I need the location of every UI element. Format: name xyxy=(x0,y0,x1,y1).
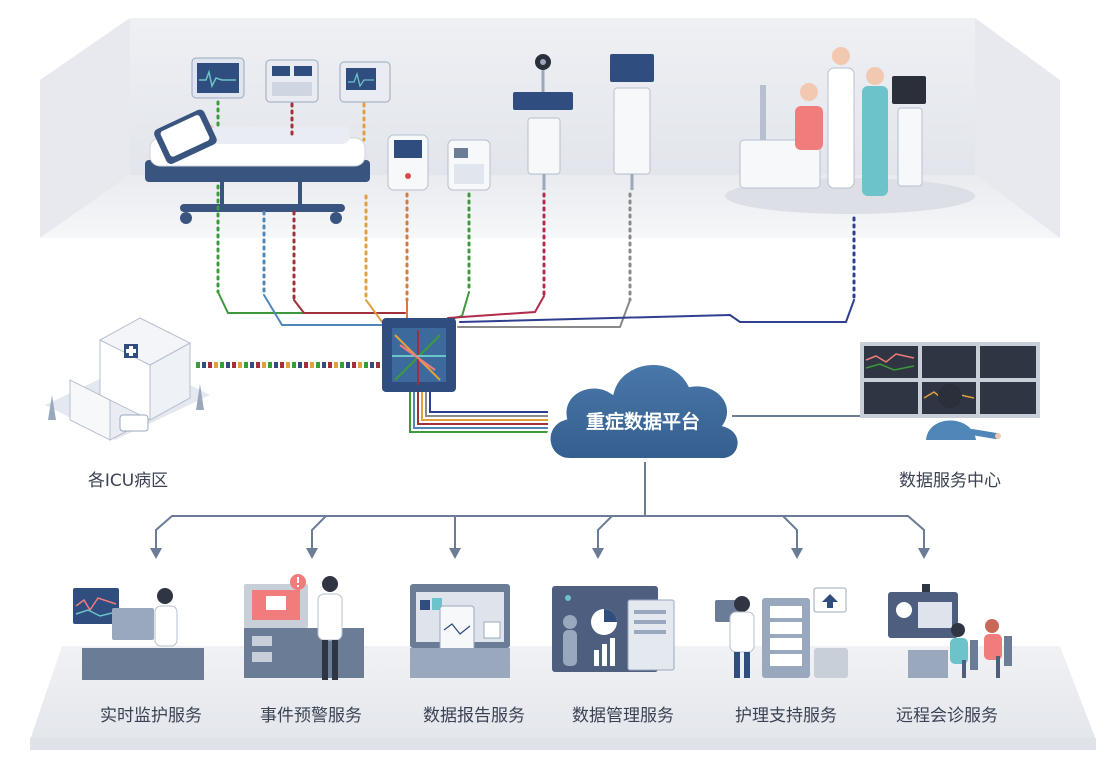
nursing-support-icon xyxy=(715,587,848,678)
service-arrowheads xyxy=(150,548,930,559)
data-management-icon xyxy=(552,586,675,672)
patient-bed-icon xyxy=(145,109,370,224)
patient-monitor-icon xyxy=(191,57,245,99)
camera-stand-icon xyxy=(513,54,573,190)
icu-hospital-building-icon xyxy=(45,317,210,441)
service-label-remote-consultation: 远程会诊服务 xyxy=(896,706,998,726)
service-label-data-management: 数据管理服务 xyxy=(572,706,674,726)
hub-to-platform-cables xyxy=(409,392,548,433)
platform-label: 重症数据平台 xyxy=(585,411,700,433)
event-alert-icon xyxy=(244,574,364,680)
data-service-center-label: 数据服务中心 xyxy=(899,471,1001,491)
infusion-pump-icon xyxy=(265,59,319,103)
service-label-nursing-support: 护理支持服务 xyxy=(735,706,837,726)
service-label-event-alert: 事件预警服务 xyxy=(260,706,362,726)
data-report-icon xyxy=(410,584,510,678)
analyzer-device-icon xyxy=(447,139,491,191)
data-hub-icon xyxy=(382,318,456,392)
service-distribution-lines xyxy=(155,462,925,555)
realtime-monitor-icon xyxy=(73,588,204,680)
nurse-station-icon xyxy=(739,47,926,196)
service-label-data-report: 数据报告服务 xyxy=(423,706,525,726)
workstation-cart-icon xyxy=(610,54,654,190)
device-terminal-icon xyxy=(387,134,429,191)
device-signal-lines xyxy=(216,100,856,328)
ventilator-screen-icon xyxy=(339,61,391,103)
remote-consultation-icon xyxy=(888,584,1012,678)
data-service-center-icon xyxy=(860,342,1040,440)
critical-care-data-platform-cloud xyxy=(546,361,742,463)
service-label-realtime-monitoring: 实时监护服务 xyxy=(100,706,202,726)
icu-wards-label: 各ICU病区 xyxy=(87,471,169,491)
